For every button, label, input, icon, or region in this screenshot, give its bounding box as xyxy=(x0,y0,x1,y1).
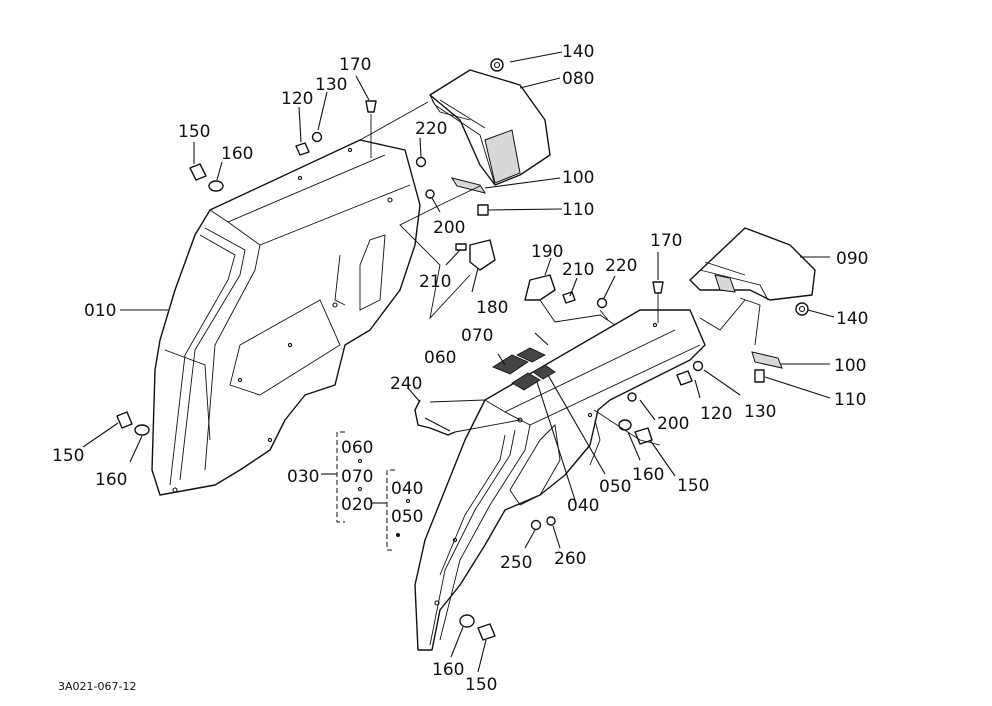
label-220-left: 220 xyxy=(415,119,447,139)
screw-210-r xyxy=(562,291,576,304)
right-fender xyxy=(414,309,706,651)
label-070-right: 070 xyxy=(461,326,493,346)
bracket-100-left xyxy=(450,177,487,194)
label-150-right: 150 xyxy=(677,476,709,496)
label-240: 240 xyxy=(390,374,422,394)
label-170-right: 170 xyxy=(650,231,682,251)
bolt-150-tl xyxy=(189,163,207,181)
label-150-bottomleft: 150 xyxy=(52,446,84,466)
bolt-110-left xyxy=(477,204,489,216)
label-040-set: 040 xyxy=(391,479,423,499)
label-130-right: 130 xyxy=(744,402,776,422)
label-120-right: 120 xyxy=(700,404,732,424)
bolt-110-right xyxy=(754,369,765,383)
bolt-150-mr xyxy=(634,427,653,445)
label-140-top: 140 xyxy=(562,42,594,62)
label-160-right: 160 xyxy=(632,465,664,485)
label-250: 250 xyxy=(500,553,532,573)
label-070-set: 070 xyxy=(341,467,373,487)
washer-160-br xyxy=(459,614,475,628)
washer-130-r xyxy=(692,360,704,372)
label-100-top: 100 xyxy=(562,168,594,188)
label-200-left: 200 xyxy=(433,218,465,238)
label-110-right: 110 xyxy=(834,390,866,410)
clip-200-l xyxy=(425,189,435,199)
label-190: 190 xyxy=(531,242,563,262)
bolt-150-br xyxy=(477,623,496,641)
left-fender xyxy=(151,139,421,496)
bracket-100-right xyxy=(751,351,783,369)
plug-170-l xyxy=(365,100,377,113)
label-130-left: 130 xyxy=(315,75,347,95)
bolt-150-bl xyxy=(116,411,133,429)
label-080: 080 xyxy=(562,69,594,89)
clip-250 xyxy=(530,519,542,531)
label-060-right: 060 xyxy=(424,348,456,368)
label-210-right: 210 xyxy=(562,260,594,280)
label-060-set: 060 xyxy=(341,438,373,458)
bracket-020 xyxy=(386,469,395,551)
plug-170-r xyxy=(652,281,664,294)
clip-220-r xyxy=(596,297,608,309)
label-160-bottom: 160 xyxy=(432,660,464,680)
left-cover xyxy=(429,69,551,186)
decal-040 xyxy=(511,372,541,391)
label-210-left: 210 xyxy=(419,272,451,292)
washer-160-mr xyxy=(618,419,632,431)
bracket-030 xyxy=(336,431,345,523)
label-030: 030 xyxy=(287,467,319,487)
assembly-lines xyxy=(359,101,761,446)
decal-050 xyxy=(532,364,556,380)
leader-lines xyxy=(82,51,835,673)
label-160-bottomleft: 160 xyxy=(95,470,127,490)
washer-130-l xyxy=(311,131,323,143)
label-180: 180 xyxy=(476,298,508,318)
label-040-right: 040 xyxy=(567,496,599,516)
label-150-bottom: 150 xyxy=(465,675,497,695)
clip-220-l xyxy=(415,156,427,168)
label-090: 090 xyxy=(836,249,868,269)
label-200-right: 200 xyxy=(657,414,689,434)
nut-140-left xyxy=(490,58,504,72)
label-120-left: 120 xyxy=(281,89,313,109)
drawing-code: 3A021-067-12 xyxy=(58,680,136,693)
label-150-topleft: 150 xyxy=(178,122,210,142)
label-260: 260 xyxy=(554,549,586,569)
harness-240 xyxy=(414,399,456,436)
decal-060 xyxy=(492,354,529,375)
label-170-left: 170 xyxy=(339,55,371,75)
screw-210-l xyxy=(455,243,467,251)
label-050-right: 050 xyxy=(599,477,631,497)
bracket-180 xyxy=(469,239,496,271)
washer-160-bl xyxy=(134,424,150,436)
bolt-120-r xyxy=(676,370,693,386)
clip-200-r xyxy=(627,392,637,402)
bolt-120-l xyxy=(295,142,310,156)
label-010: 010 xyxy=(84,301,116,321)
right-cover xyxy=(689,227,816,301)
label-110-top: 110 xyxy=(562,200,594,220)
label-220-right: 220 xyxy=(605,256,637,276)
label-050-set: 050 xyxy=(391,507,423,527)
label-020: 020 xyxy=(341,495,373,515)
label-100-right: 100 xyxy=(834,356,866,376)
nut-260 xyxy=(546,516,556,526)
bracket-190 xyxy=(524,274,556,301)
label-160-topleft: 160 xyxy=(221,144,253,164)
washer-160-tl xyxy=(208,180,224,192)
decal-070 xyxy=(516,347,546,363)
label-140-right: 140 xyxy=(836,309,868,329)
nut-140-right xyxy=(795,302,809,316)
part-labels: 140 080 170 130 120 150 160 220 100 110 … xyxy=(52,42,868,695)
